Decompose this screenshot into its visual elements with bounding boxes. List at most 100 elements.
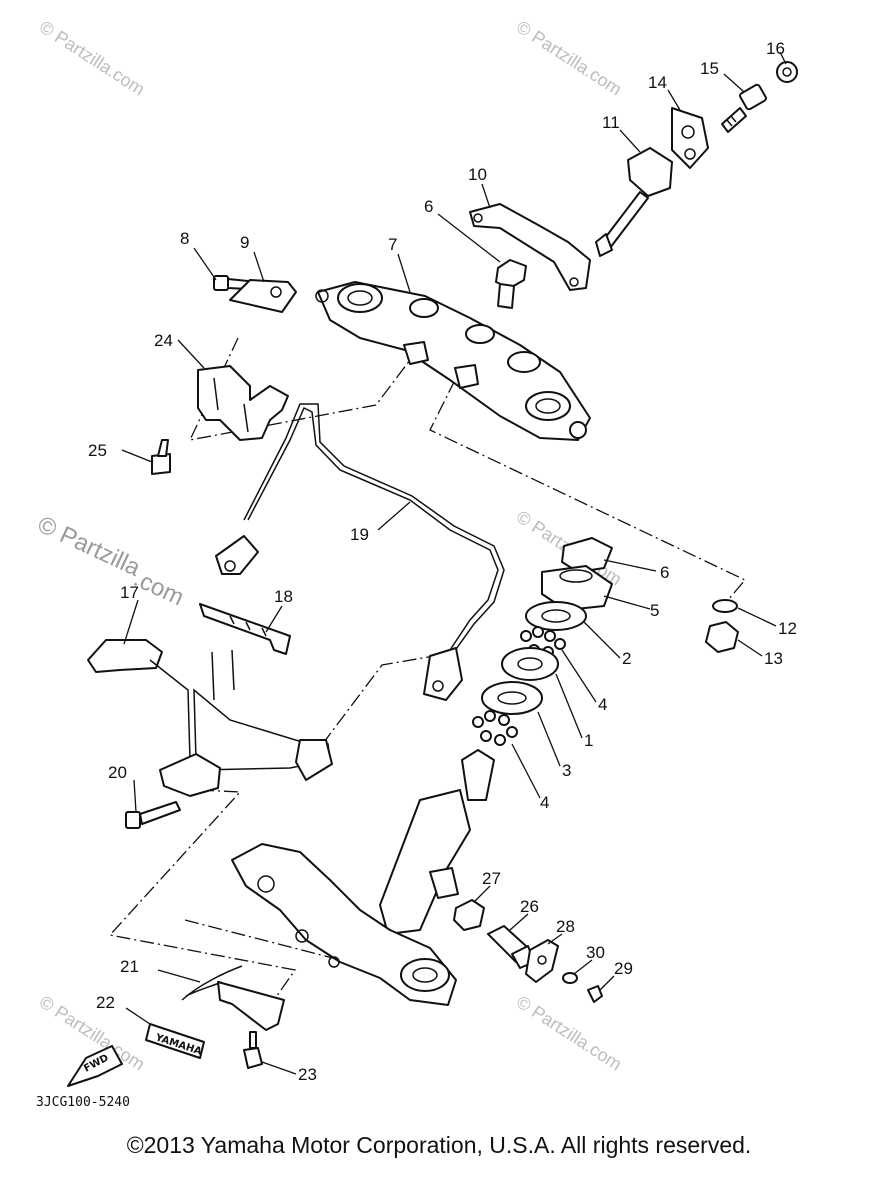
leader-line [561, 649, 597, 703]
leader-line [547, 933, 563, 945]
callout-28: 27 [482, 869, 501, 888]
part-16-bolt [721, 83, 767, 133]
callout-7: 6 [424, 197, 433, 216]
part-23-emblem: YAMAHA [145, 1023, 205, 1059]
part-30-screw [587, 985, 603, 1003]
callout-26: 25 [88, 441, 107, 460]
callout-6: 6 [660, 563, 669, 582]
leader-line [583, 621, 621, 659]
leader-line [511, 743, 541, 799]
callout-24: 23 [298, 1065, 317, 1084]
callout-30: 29 [614, 959, 633, 978]
part-8-upper-bracket [315, 281, 591, 441]
part-24-screw [243, 1031, 263, 1069]
leader-line [177, 339, 205, 369]
callout-16: 15 [700, 59, 719, 78]
callout-21: 20 [108, 763, 127, 782]
callouts: 16 15 14 11 10 6 7 8 9 24 25 19 18 17 20… [88, 39, 797, 1084]
callout-17: 16 [766, 39, 785, 58]
callout-11: 10 [468, 165, 487, 184]
callout-18: 17 [120, 583, 139, 602]
callout-5: 5 [650, 601, 659, 620]
part-3-race [481, 681, 543, 715]
callout-19: 18 [274, 587, 293, 606]
diagram-code: 3JCG100-5240 [36, 1095, 130, 1110]
callout-10: 9 [240, 233, 249, 252]
callout-13: 12 [778, 619, 797, 638]
part-25-stay [197, 365, 289, 441]
leader-line [437, 213, 501, 263]
fwd-arrow: FWD [67, 1045, 123, 1087]
leader-line [157, 969, 201, 983]
callout-14: 13 [764, 649, 783, 668]
copyright-notice: ©2013 Yamaha Motor Corporation, U.S.A. A… [126, 1132, 752, 1158]
watermark: © Partzilla.com [36, 17, 149, 100]
part-13-washer [712, 599, 738, 613]
part-28-grommet [453, 899, 485, 931]
part-18-bracket [87, 639, 333, 797]
callout-1: 1 [584, 731, 593, 750]
leader-line [397, 253, 411, 293]
part-17-cap-nut [776, 61, 798, 83]
watermark-large: © Partzilla [33, 511, 144, 582]
leader-line [265, 605, 283, 633]
part-15-holder-cap [671, 107, 709, 169]
leader-line [473, 885, 491, 903]
callout-31: 30 [586, 943, 605, 962]
assembly-line [317, 654, 441, 751]
leader-line [377, 501, 411, 531]
part-1-race [501, 647, 559, 681]
part-2-race [525, 601, 587, 631]
callout-20: 19 [350, 525, 369, 544]
part-4-balls-lower [472, 710, 518, 746]
assembly-line [429, 379, 747, 601]
part-20-cable [215, 403, 505, 701]
leader-line [667, 89, 681, 111]
part-lower-bracket [231, 749, 495, 1006]
part-6-nut [561, 537, 613, 573]
callout-9: 8 [180, 229, 189, 248]
part-26-bolt [151, 439, 171, 475]
watermark: © Partzilla.com [513, 17, 626, 100]
leader-line [737, 639, 763, 657]
callout-4-upper: 4 [598, 695, 607, 714]
part-10-clamp [229, 279, 297, 313]
part-5-cover [541, 565, 613, 611]
part-31-washer [562, 972, 578, 984]
part-7-bolt [495, 259, 527, 309]
leader-line [779, 51, 787, 65]
leader-line [509, 913, 529, 931]
assembly-line [108, 789, 297, 1021]
callout-23: 22 [96, 993, 115, 1012]
leader-line [573, 959, 593, 975]
leader-line [253, 251, 265, 283]
callout-29: 28 [556, 917, 575, 936]
callout-3: 3 [562, 761, 571, 780]
callout-8: 7 [388, 235, 397, 254]
leader-line [125, 1007, 151, 1025]
leader-line [603, 595, 651, 610]
leader-line [723, 73, 745, 93]
callout-12: 11 [602, 113, 620, 132]
leader-line [481, 183, 491, 209]
leader-line [261, 1061, 297, 1075]
leader-line [737, 607, 777, 627]
leader-lines [121, 51, 787, 1075]
leader-line [193, 247, 217, 281]
leader-line [537, 711, 561, 767]
leader-line [555, 673, 583, 739]
leader-line [121, 449, 153, 463]
leader-line [603, 559, 657, 572]
callout-15: 14 [648, 73, 667, 92]
callout-22: 21 [120, 957, 139, 976]
part-21-bolt [125, 801, 181, 829]
watermark: © Partzilla.com [513, 992, 626, 1075]
part-14-nut [705, 621, 739, 653]
callout-25: 24 [154, 331, 173, 350]
callout-2: 2 [622, 649, 631, 668]
part-29-plate [525, 939, 559, 983]
leader-line [599, 975, 615, 991]
leader-line [123, 599, 139, 645]
part-12-handlebar-holder [595, 147, 673, 257]
